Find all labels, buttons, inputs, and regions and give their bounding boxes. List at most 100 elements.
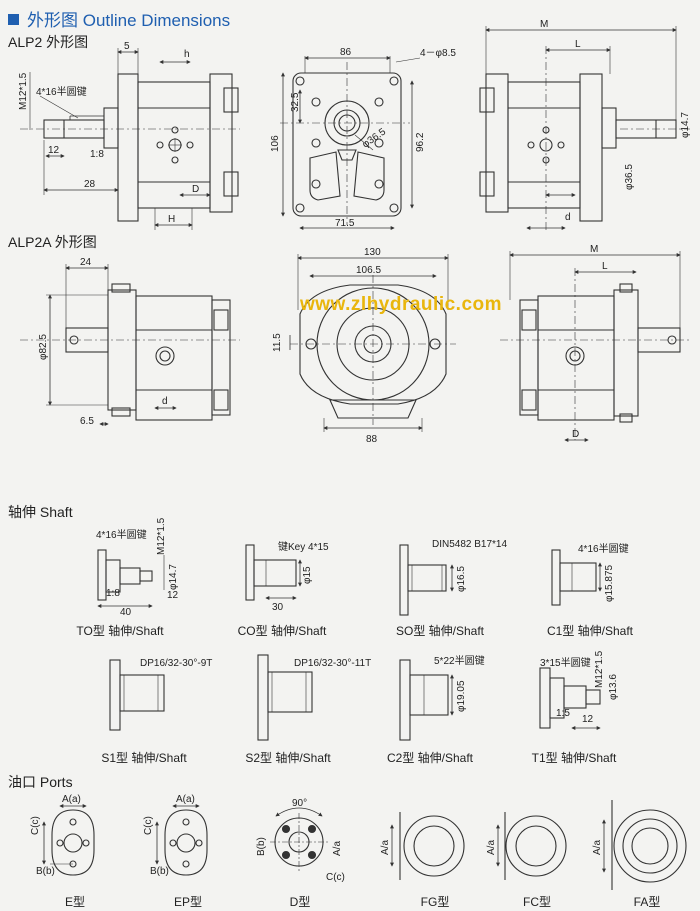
alp2a-title: ALP2A 外形图 bbox=[8, 234, 97, 250]
alp2-dim-28: 28 bbox=[84, 179, 96, 190]
shaft-c1-dia: φ15.875 bbox=[604, 564, 615, 602]
alp2a-dim-M: M bbox=[590, 244, 598, 255]
alp2-holes: 4－φ8.5 bbox=[420, 48, 456, 59]
alp2a-dim-115: 11.5 bbox=[272, 333, 283, 352]
port-e-a: A(a) bbox=[62, 794, 81, 805]
port-e-drawing bbox=[42, 804, 95, 876]
alp2-dim-365b: φ36.5 bbox=[624, 164, 635, 190]
alp2a-dim-88: 88 bbox=[366, 434, 378, 445]
shaft-co-key: 键Key 4*15 bbox=[278, 540, 329, 553]
port-e-b: B(b) bbox=[36, 866, 55, 877]
page-title-text: 外形图 Outline Dimensions bbox=[27, 11, 231, 30]
shaft-t1-caption: T1型 轴伸/Shaft bbox=[531, 751, 617, 765]
alp2-dim-D: D bbox=[192, 184, 199, 195]
port-d-angle: 90° bbox=[292, 798, 307, 809]
alp2-side-view-right bbox=[479, 26, 690, 230]
shaft-t1-m12: M12*1.5 bbox=[594, 650, 605, 688]
shaft-c1-caption: C1型 轴伸/Shaft bbox=[546, 624, 634, 638]
shaft-title: 轴伸 Shaft bbox=[8, 504, 73, 520]
alp2-dim-12: 12 bbox=[48, 145, 60, 156]
alp2-dim-106: 106 bbox=[270, 135, 281, 152]
shaft-t1-12: 12 bbox=[582, 714, 594, 725]
shaft-to-taper: 1:8 bbox=[106, 588, 120, 599]
shaft-c2-dia: φ19.05 bbox=[456, 680, 467, 712]
alp2a-side-view-left bbox=[20, 264, 240, 426]
port-d-caption: D型 bbox=[289, 895, 311, 909]
port-fg-caption: FG型 bbox=[420, 895, 450, 909]
alp2-dim-147: φ14.7 bbox=[680, 112, 691, 138]
shaft-so-spline: DIN5482 B17*14 bbox=[432, 539, 507, 550]
alp2-m12-label: M12*1.5 bbox=[18, 72, 29, 110]
alp2a-dim-d: d bbox=[162, 396, 168, 407]
alp2-dim-h: h bbox=[184, 49, 190, 60]
port-fa-drawing bbox=[602, 800, 687, 890]
alp2a-dim-24: 24 bbox=[80, 257, 92, 268]
alp2-dim-5: 5 bbox=[124, 41, 130, 52]
alp2-dim-M: M bbox=[540, 19, 548, 30]
port-fa-a: A/a bbox=[592, 840, 603, 855]
alp2-title: ALP2 外形图 bbox=[8, 34, 89, 50]
alp2a-dim-130: 130 bbox=[364, 247, 381, 258]
ports-title: 油口 Ports bbox=[8, 774, 73, 790]
shaft-s1-spline: DP16/32-30°-9T bbox=[140, 658, 212, 669]
port-d-drawing bbox=[270, 807, 328, 871]
shaft-t1-drawing bbox=[539, 667, 601, 730]
shaft-co-caption: CO型 轴伸/Shaft bbox=[237, 624, 327, 638]
shaft-to-12: 12 bbox=[167, 590, 179, 601]
port-fc-drawing bbox=[496, 812, 567, 880]
alp2a-dim-825: φ82.5 bbox=[38, 334, 49, 360]
alp2a-flange-front-view bbox=[289, 254, 456, 432]
shaft-s1-drawing bbox=[109, 659, 165, 731]
alp2-flange-front-view bbox=[280, 56, 421, 230]
alp2-dim-715: 71.5 bbox=[335, 218, 355, 229]
port-ep-caption: EP型 bbox=[173, 895, 202, 909]
port-ep-a: A(a) bbox=[176, 794, 195, 805]
watermark: www.zlhydraulic.com bbox=[300, 294, 503, 315]
shaft-co-30: 30 bbox=[272, 602, 284, 613]
shaft-so-caption: SO型 轴伸/Shaft bbox=[395, 624, 485, 638]
shaft-to-m12: M12*1.5 bbox=[156, 517, 167, 555]
port-fg-drawing bbox=[390, 812, 465, 880]
alp2a-dim-1065: 106.5 bbox=[356, 265, 381, 276]
shaft-t1-dia: φ13.6 bbox=[608, 674, 619, 700]
port-fa-caption: FA型 bbox=[633, 895, 661, 909]
shaft-c1-drawing bbox=[551, 549, 602, 606]
page-title: 外形图 Outline Dimensions bbox=[8, 6, 230, 31]
shaft-to-key: 4*16半圆键 bbox=[96, 528, 147, 541]
shaft-to-drawing bbox=[97, 549, 165, 608]
alp2-dim-86: 86 bbox=[340, 47, 352, 58]
port-fc-a: A/a bbox=[486, 840, 497, 855]
shaft-s2-caption: S2型 轴伸/Shaft bbox=[245, 751, 331, 765]
shaft-s1-caption: S1型 轴伸/Shaft bbox=[101, 751, 187, 765]
alp2-dim-d: d bbox=[565, 212, 571, 223]
port-d-a: A/a bbox=[332, 841, 343, 856]
shaft-co-dia: φ15 bbox=[302, 566, 313, 584]
shaft-c2-key: 5*22半圆键 bbox=[434, 654, 485, 667]
shaft-co-drawing bbox=[245, 544, 302, 601]
alp2-dim-H: H bbox=[168, 214, 175, 225]
shaft-c1-key: 4*16半圆键 bbox=[578, 542, 629, 555]
shaft-to-caption: TO型 轴伸/Shaft bbox=[76, 624, 164, 638]
alp2-dim-365: φ36.5 bbox=[360, 126, 388, 150]
shaft-s2-spline: DP16/32-30°-11T bbox=[294, 658, 371, 669]
alp2a-dim-L: L bbox=[602, 261, 608, 272]
port-fg-a: A/a bbox=[380, 840, 391, 855]
alp2-dim-L: L bbox=[575, 39, 581, 50]
port-e-c: C(c) bbox=[30, 816, 41, 835]
alp2-dim-962: 96.2 bbox=[415, 132, 426, 152]
shaft-so-drawing bbox=[399, 544, 454, 616]
shaft-to-dia: φ14.7 bbox=[168, 564, 179, 590]
shaft-s2-drawing bbox=[257, 654, 313, 741]
port-ep-drawing bbox=[155, 804, 208, 876]
port-ep-b: B(b) bbox=[150, 866, 169, 877]
alp2-taper: 1:8 bbox=[90, 149, 104, 160]
port-e-caption: E型 bbox=[64, 895, 85, 909]
alp2-dim-325: 32.5 bbox=[290, 92, 301, 112]
port-ep-c: C(c) bbox=[143, 816, 154, 835]
alp2a-dim-65: 6.5 bbox=[80, 416, 94, 427]
alp2a-dim-D: D bbox=[572, 429, 579, 440]
bullet-square bbox=[8, 14, 19, 25]
alp2-side-view-left bbox=[20, 48, 240, 230]
port-d-b: B(b) bbox=[256, 837, 267, 856]
